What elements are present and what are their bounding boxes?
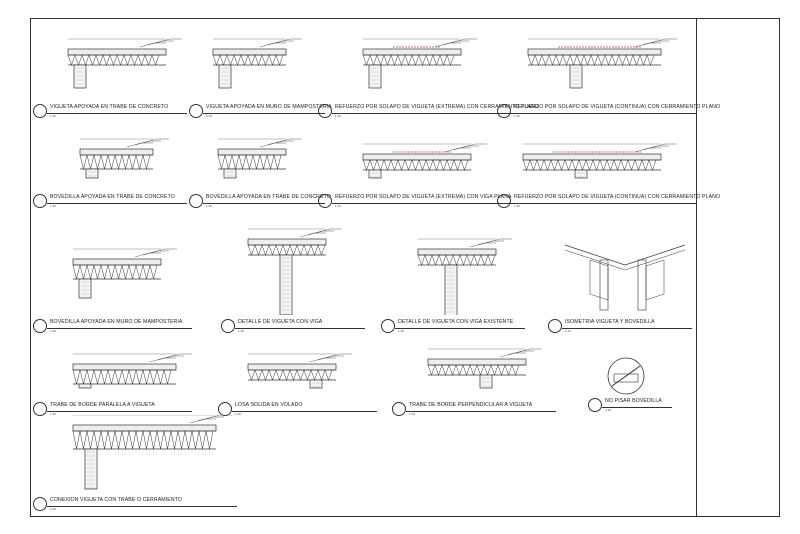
detail-isometria	[560, 240, 690, 315]
detail-number-circle	[189, 104, 203, 118]
caption-scale: 1:10	[514, 114, 520, 118]
detail-conexion-vigueta-trabe	[55, 415, 240, 495]
detail-refuerzo-continua-viga-svg	[522, 143, 677, 179]
caption-text: BOVEDILLA APOYADA EN MURO DE MAMPOSTERIA	[50, 319, 183, 325]
detail-trabe-borde-paralela	[55, 350, 200, 400]
detail-number-circle	[33, 497, 47, 511]
detail-vigueta-viga-svg	[247, 228, 342, 315]
caption-text: REFUERZO POR SOLAPO DE VIGUETA (EXTREMA)…	[335, 104, 540, 110]
detail-vigueta-viga-existente-svg	[417, 238, 512, 315]
caption-text: REFUERZO POR SOLAPO DE VIGUETA (CONTINUA…	[514, 194, 721, 200]
detail-number-circle	[33, 402, 47, 416]
caption-text: DETALLE DE VIGUETA CON VIGA EXISTENTE	[398, 319, 514, 325]
caption-scale: 1:10	[50, 329, 56, 333]
detail-losa-volado-svg	[247, 353, 352, 389]
detail-number-circle	[189, 194, 203, 208]
caption-text: VIGUETA APOYADA EN TRABE DE CONCRETO	[50, 104, 169, 110]
detail-refuerzo-continua-viga	[505, 140, 685, 190]
caption-text: REFUERZO POR SOLAPO DE VIGUETA (CONTINUA…	[514, 104, 721, 110]
detail-number-circle	[218, 402, 232, 416]
title-block-divider	[696, 18, 697, 517]
detail-refuerzo-extrema-viga-svg	[362, 143, 487, 179]
detail-bovedilla-trabe-2-svg	[217, 138, 302, 179]
detail-trabe-borde-perpendicular-svg	[427, 348, 542, 389]
detail-number-circle	[497, 104, 511, 118]
caption-scale: 1:10	[50, 507, 56, 511]
detail-vigueta-viga-existente	[400, 235, 520, 315]
detail-bovedilla-muro	[55, 245, 185, 310]
caption-scale: 1:10	[50, 204, 56, 208]
detail-refuerzo-extrema-viga	[345, 140, 495, 190]
caption-scale: 1:10	[514, 204, 520, 208]
detail-refuerzo-continua-cerramiento-svg	[527, 38, 677, 89]
detail-bovedilla-trabe-1-svg	[79, 138, 169, 179]
detail-conexion-vigueta-trabe-svg	[72, 415, 232, 490]
caption-text: BOVEDILLA APOYADA EN TRABE DE CONCRETO	[50, 194, 175, 200]
detail-number-circle	[33, 194, 47, 208]
detail-vigueta-viga	[230, 225, 350, 315]
caption-scale: 1:10	[206, 204, 212, 208]
caption-scale: 1:10	[409, 412, 415, 416]
detail-refuerzo-continua-cerramiento	[510, 35, 685, 100]
caption-text: BOVEDILLA APOYADA EN TRABE DE CONCRETO	[206, 194, 331, 200]
detail-trabe-borde-paralela-svg	[72, 353, 192, 389]
caption-text: DETALLE DE VIGUETA CON VIGA	[238, 319, 323, 325]
caption-scale: 1:10	[565, 329, 571, 333]
caption-scale: 1:10	[605, 408, 611, 412]
caption-scale: 1:10	[335, 204, 341, 208]
caption-text: REFUERZO POR SOLAPO DE VIGUETA (EXTREMA)…	[335, 194, 512, 200]
detail-no-pisar-bovedilla	[606, 356, 646, 396]
caption-scale: 1:10	[335, 114, 341, 118]
caption-scale: 1:10	[235, 412, 241, 416]
detail-losa-volado	[230, 350, 360, 400]
detail-vigueta-trabe-concreto	[50, 35, 190, 100]
detail-vigueta-muro-svg	[212, 38, 302, 89]
detail-bovedilla-trabe-1	[62, 135, 177, 190]
caption-text: ISOMETRIA VIGUETA Y BOVEDILLA	[565, 319, 655, 325]
detail-number-circle	[588, 398, 602, 412]
detail-refuerzo-extrema-cerramiento-svg	[362, 38, 477, 89]
detail-vigueta-muro	[195, 35, 310, 100]
caption-text: CONEXION VIGUETA CON TRABE O CERRAMIENTO	[50, 497, 182, 503]
caption-text: TRABE DE BORDE PARALELA A VIGUETA	[50, 402, 155, 408]
detail-number-circle	[33, 104, 47, 118]
detail-bovedilla-muro-svg	[72, 248, 177, 299]
detail-vigueta-trabe-concreto-svg	[67, 38, 182, 89]
detail-number-circle	[497, 194, 511, 208]
caption-scale: 1:10	[50, 412, 56, 416]
caption-scale: 1:10	[238, 329, 244, 333]
detail-number-circle	[318, 194, 332, 208]
detail-number-circle	[548, 319, 562, 333]
detail-number-circle	[381, 319, 395, 333]
caption-text: NO PISAR BOVEDILLA	[605, 398, 662, 404]
detail-number-circle	[33, 319, 47, 333]
drawing-sheet-border	[30, 18, 780, 517]
caption-scale: 1:10	[398, 329, 404, 333]
caption-scale: 1:10	[206, 114, 212, 118]
detail-number-circle	[221, 319, 235, 333]
detail-number-circle	[318, 104, 332, 118]
detail-trabe-borde-perpendicular	[410, 345, 550, 400]
detail-refuerzo-extrema-cerramiento	[345, 35, 485, 100]
detail-number-circle	[392, 402, 406, 416]
caption-text: TRABE DE BORDE PERPENDICULAR A VIGUETA	[409, 402, 533, 408]
caption-text: VIGUETA APOYADA EN MURO DE MAMPOSTERIA	[206, 104, 332, 110]
detail-bovedilla-trabe-2	[200, 135, 310, 190]
caption-scale: 1:10	[50, 114, 56, 118]
caption-text: LOSA SOLIDA EN VOLADO	[235, 402, 303, 408]
